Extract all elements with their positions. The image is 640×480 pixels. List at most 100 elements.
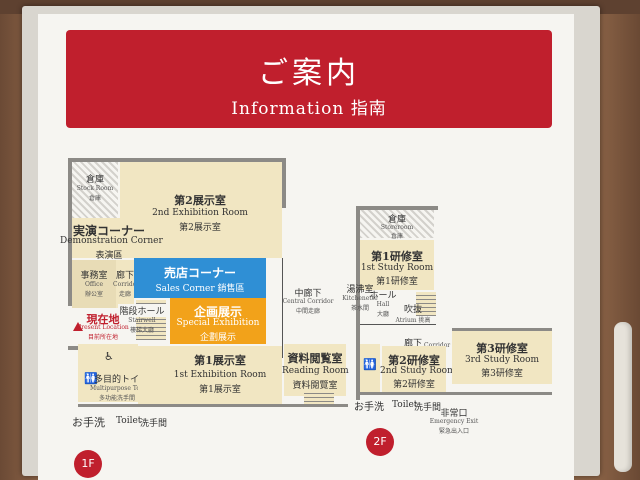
study-room-3 — [452, 330, 552, 384]
stairwell-en: Stairwell — [128, 317, 156, 324]
demo-corner-zh: 表演區 — [95, 251, 123, 261]
exhibition1-ja: 第1展示室 — [194, 354, 246, 367]
hall-partition — [360, 324, 436, 325]
exit-zh: 緊急出入口 — [438, 428, 469, 435]
central-corridor-line — [282, 258, 283, 358]
exit-en: Emergency Exit — [429, 418, 479, 425]
special-exhibition — [170, 298, 266, 344]
kitchen-en: Kitchenette — [342, 295, 378, 302]
exhibition2-zh: 第2展示室 — [179, 223, 221, 233]
demo-corner-ja: 実演コーナー — [72, 224, 145, 238]
toilet-1f-ja: お手洗 — [72, 416, 105, 429]
atrium-ja: 吹抜 — [403, 305, 422, 315]
office-en: Office — [84, 281, 103, 288]
floor-1f-badge: 1F — [74, 450, 102, 478]
mp-toilet-en: Multipurpose Toilet — [90, 385, 150, 392]
special-ja: 企画展示 — [193, 305, 242, 319]
special-zh: 企劃展示 — [199, 333, 236, 343]
present-location-zh: 目前所在地 — [87, 334, 118, 341]
wall — [360, 392, 552, 395]
study3-ja: 第3研修室 — [476, 342, 528, 355]
hall-zh: 大廳 — [376, 311, 389, 318]
study1-ja: 第1研修室 — [371, 250, 423, 263]
central-corridor-zh: 中間走廊 — [295, 308, 320, 315]
reading-en: Reading Room — [282, 366, 349, 376]
storage-1f-en: Stock Room — [76, 185, 114, 192]
header-subtitle: Information 指南 — [231, 99, 387, 119]
corridor-2f-ja: 廊下 — [403, 339, 422, 349]
toilet-2f-block — [360, 344, 380, 392]
header-title: ご案内 — [258, 56, 360, 91]
present-location-ja: 現在地 — [86, 313, 120, 326]
study1-zh: 第1研修室 — [376, 277, 418, 287]
corridor-small — [116, 260, 134, 308]
exhibition1-zh: 第1展示室 — [199, 385, 241, 395]
hall-ja: ホール — [369, 291, 397, 301]
wall — [356, 206, 438, 210]
toilet-1f-zh: 洗手間 — [140, 419, 168, 429]
corridor-small-en: Corridor — [113, 281, 140, 288]
stairs-reading — [304, 392, 334, 406]
present-location-icon — [73, 322, 83, 331]
background-tube — [614, 322, 632, 472]
atrium-zh: 挑高 — [418, 317, 431, 324]
wall — [68, 158, 286, 162]
mp-toilet-ja: 多目的トイレ — [94, 375, 149, 385]
toilet-block — [78, 344, 138, 402]
toilet-person-icon: 🚻 — [84, 372, 98, 385]
exhibition-room-2-lower — [72, 218, 282, 258]
study1-en: 1st Study Room — [360, 263, 434, 273]
wall — [282, 158, 286, 208]
exhibition1-en: 1st Exhibition Room — [173, 370, 267, 380]
exhibition2-en: 2nd Exhibition Room — [152, 208, 248, 218]
storage-1f-ja: 倉庫 — [85, 175, 104, 185]
stairs-2f — [416, 292, 436, 316]
wall — [78, 404, 348, 407]
toilet-2f-zh: 洗手間 — [414, 403, 442, 413]
kitchen-zh: 茶水間 — [350, 305, 369, 312]
storage-room-2f — [360, 210, 434, 238]
toilet-2f-ja: お手洗 — [354, 402, 384, 413]
office-zh: 辦公室 — [84, 291, 103, 298]
study2-zh: 第2研修室 — [393, 380, 435, 390]
special-en: Special Exhibition — [176, 318, 260, 328]
central-corridor-en: Central Corridor — [282, 298, 334, 305]
wheelchair-icon: ♿ — [104, 350, 114, 363]
present-location-en: Present Location — [77, 324, 129, 331]
floor-2f-badge: 2F — [366, 428, 394, 456]
wall — [356, 206, 360, 400]
sales-corner-ja: 売店コーナー — [163, 266, 236, 280]
kitchen-ja: 湯沸室 — [346, 285, 374, 295]
exhibition2-ja: 第2展示室 — [174, 194, 226, 207]
reading-ja: 資料閲覧室 — [287, 352, 343, 365]
storage-room-1f — [72, 162, 118, 218]
study-room-2 — [382, 346, 446, 392]
exhibition-room-1 — [138, 346, 282, 406]
wall — [452, 328, 552, 331]
storage-2f-zh: 倉庫 — [390, 233, 403, 240]
stairwell-zh: 樓梯大廳 — [129, 327, 154, 334]
corridor-2f-en: Corridor — [424, 342, 450, 349]
sales-corner-en: Sales Corner 銷售區 — [155, 284, 245, 294]
atrium-en-zh: Atrium 挑高 — [394, 315, 432, 324]
office-room — [72, 260, 116, 308]
central-corridor-ja: 中廊下 — [294, 289, 322, 299]
storage-2f-en: Storeroom — [380, 224, 414, 231]
storage-1f-zh: 倉庫 — [88, 195, 101, 202]
corridor-small-zh: 走廊 — [118, 291, 131, 298]
reading-zh: 資料閱覽室 — [292, 381, 338, 391]
exit-ja: 非常口 — [440, 409, 468, 419]
study-room-1 — [360, 240, 434, 290]
study3-zh: 第3研修室 — [481, 369, 523, 379]
mp-toilet-zh: 多功能洗手間 — [98, 395, 135, 402]
wall — [68, 346, 78, 350]
hall-en: Hall — [376, 301, 390, 308]
atrium-en: Atrium — [395, 317, 417, 324]
toilet-1f-en: Toilet — [116, 416, 142, 426]
demo-corner-en: Demonstration Corner — [60, 236, 163, 246]
reading-room — [284, 344, 346, 396]
study2-ja: 第2研修室 — [388, 354, 440, 367]
toilet-2f-en: Toilet — [392, 400, 418, 410]
toilet-2f-icon: 🚻 — [363, 358, 377, 371]
corridor-small-ja: 廊下 — [115, 271, 134, 281]
